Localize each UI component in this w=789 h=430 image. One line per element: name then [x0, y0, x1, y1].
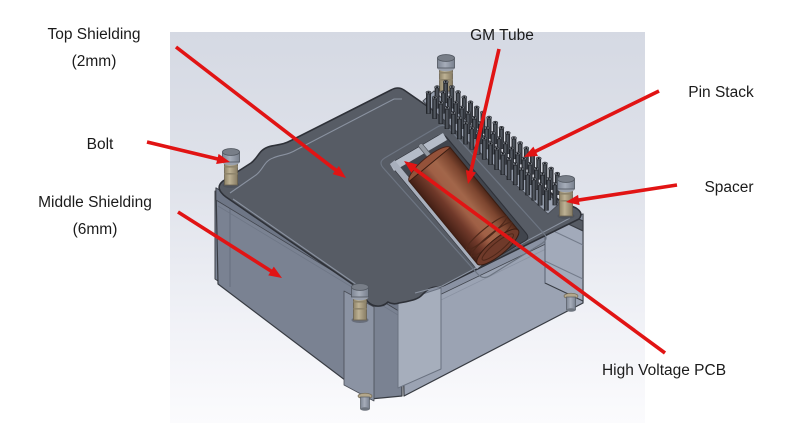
annotation-arrow-spacer: [566, 183, 678, 206]
label-bolt: Bolt: [86, 135, 114, 153]
header-pin: [450, 111, 457, 135]
label-top-shielding-line2: (2mm): [71, 53, 117, 70]
header-pin: [537, 182, 543, 206]
standoff: [357, 392, 373, 411]
label-gm-tube: GM Tube: [470, 26, 534, 44]
header-pin: [512, 162, 519, 186]
header-pin: [456, 116, 463, 140]
label-middle-shielding-line2: (6mm): [72, 221, 118, 238]
label-middle-shielding-line1: Middle Shielding: [38, 193, 152, 211]
right-block-seam: [544, 260, 584, 280]
header-pin: [431, 95, 438, 119]
annotation-arrow-pin-stack: [524, 89, 660, 157]
annotation-arrow-middle-shielding-body: [177, 210, 282, 278]
annotation-arrow-top-shielding-plate: [174, 45, 346, 178]
annotation-arrow-corner-bolt: [146, 140, 230, 165]
top-plate-rim-lines: [229, 98, 571, 294]
header-pin: [425, 90, 432, 114]
header-pin: [481, 136, 488, 160]
annotation-arrows: [146, 45, 678, 355]
front-channel-notch: [397, 287, 442, 389]
front-bolt: [351, 283, 369, 323]
label-pin-stack: Pin Stack: [688, 83, 754, 101]
header-pin: [500, 151, 506, 175]
label-top-shielding: Top Shielding (2mm): [47, 21, 140, 75]
header-pin: [438, 100, 444, 124]
header-pin: [543, 187, 550, 211]
label-high-voltage-pcb: High Voltage PCB: [601, 361, 727, 379]
header-pin: [493, 146, 500, 170]
header-pin: [552, 182, 558, 206]
header-pin: [531, 177, 537, 201]
standoff: [563, 292, 579, 312]
annotation-arrow-high-voltage-pcb: [404, 161, 667, 355]
label-spacer: Spacer: [704, 178, 754, 196]
header-pin: [518, 167, 525, 191]
header-pin: [506, 157, 512, 180]
header-pin: [487, 141, 494, 165]
label-middle-shielding: Middle Shielding (6mm): [38, 189, 152, 243]
annotation-arrow-gm-tube: [465, 48, 501, 184]
header-pin: [524, 172, 531, 196]
gm-tube-end-rim: [481, 233, 514, 261]
pocket-wall-nw: [390, 133, 447, 171]
gm-tube-ring: [465, 215, 508, 251]
header-pin: [462, 121, 469, 145]
bolts: [222, 148, 575, 323]
header-pin: [469, 126, 475, 150]
corner-bolt: [222, 148, 240, 188]
label-top-shielding-line1: Top Shielding: [47, 25, 141, 43]
spacer-bolt: [557, 175, 575, 219]
header-pin: [444, 106, 450, 129]
standoffs: [357, 292, 579, 411]
pocket-boss-outline: [380, 124, 547, 279]
